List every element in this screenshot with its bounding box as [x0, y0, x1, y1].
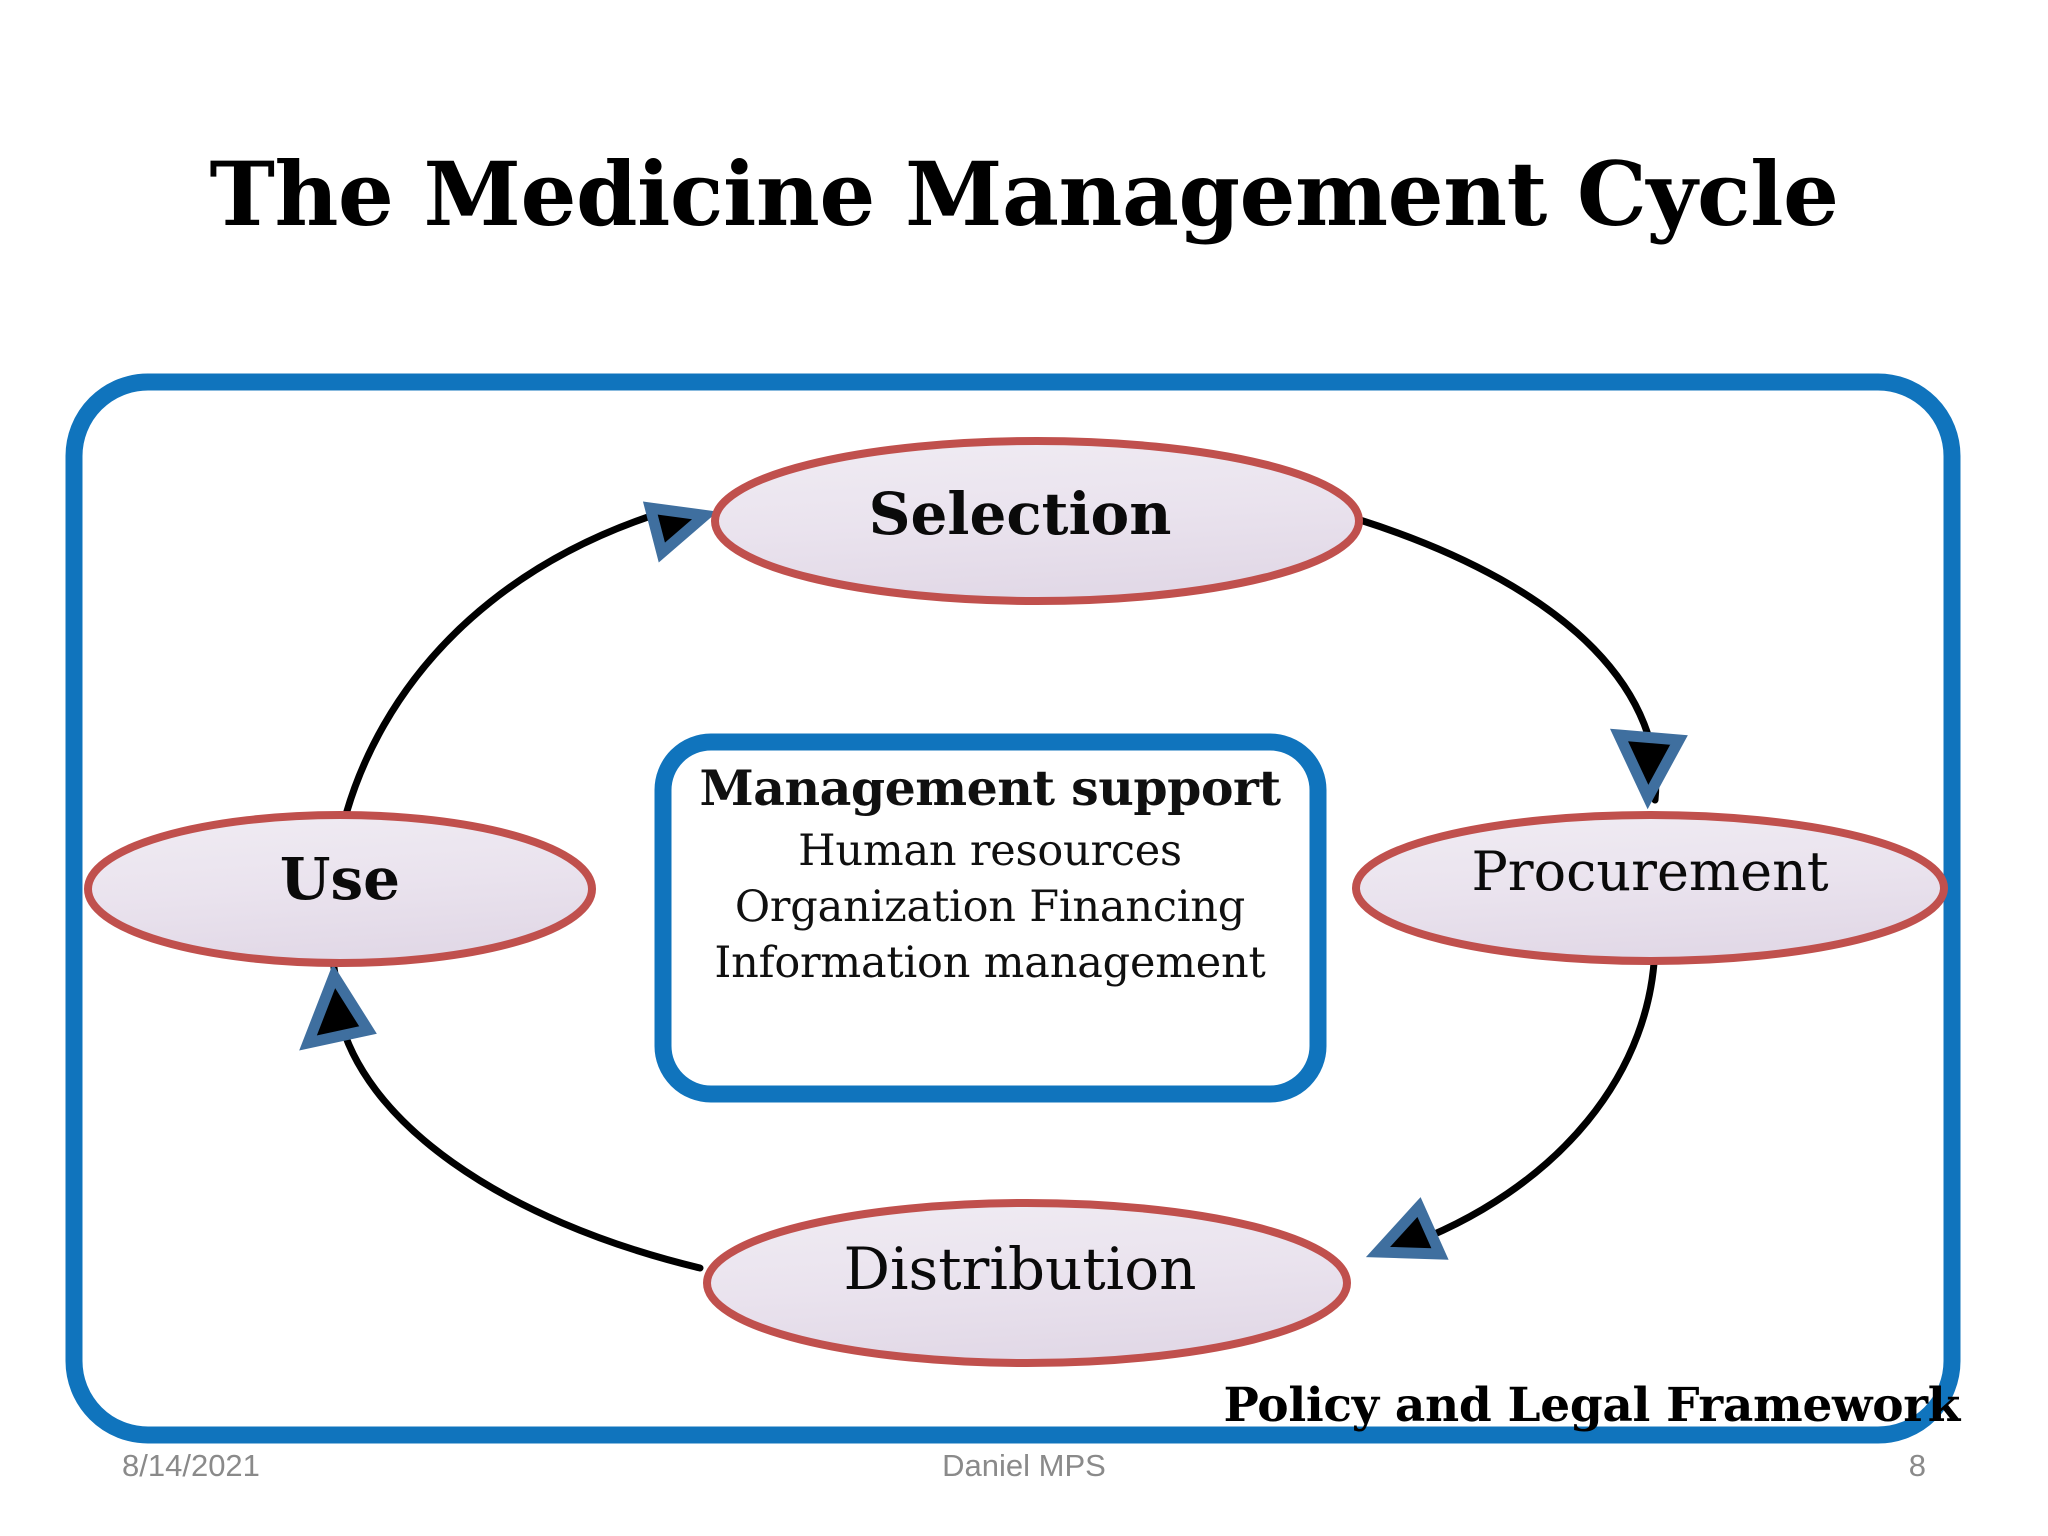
node-use[interactable] — [84, 811, 596, 967]
arrowhead-to-procurement — [1609, 728, 1688, 810]
edge-selection-to-procurement-line — [1356, 516, 1660, 804]
footer-author: Daniel MPS — [942, 1448, 1106, 1483]
arrowhead-to-use — [299, 963, 377, 1051]
management-support-line-human-resources: Human resources — [798, 825, 1182, 876]
node-procurement-label: Procurement — [1471, 840, 1829, 903]
management-support-box[interactable] — [654, 733, 1327, 1103]
node-selection[interactable] — [711, 437, 1363, 605]
edge-selection-to-procurement — [1356, 516, 1688, 810]
page-title: The Medicine Management Cycle — [209, 142, 1839, 246]
management-support-title: Management support — [699, 759, 1281, 817]
footer-date: 8/14/2021 — [122, 1448, 260, 1483]
management-support-content: Management support Human resources Organ… — [660, 759, 1320, 991]
policy-legal-framework-label: Policy and Legal Framework — [1223, 1378, 1961, 1433]
node-distribution-label: Distribution — [843, 1235, 1197, 1303]
arrowhead-to-distribution — [1365, 1197, 1449, 1260]
management-support-line-organization-financing: Organization Financing — [734, 881, 1246, 932]
footer-page-number: 8 — [1908, 1448, 1926, 1483]
policy-legal-framework-frame — [65, 373, 1961, 1444]
node-selection-label: Selection — [868, 480, 1172, 548]
edge-procurement-to-distribution — [1365, 936, 1659, 1260]
edge-procurement-to-distribution-line — [1396, 936, 1659, 1252]
node-procurement[interactable] — [1352, 811, 1948, 965]
node-use-label: Use — [279, 845, 401, 913]
slide-footer: 8/14/2021 Daniel MPS 8 — [0, 1448, 2048, 1508]
node-distribution[interactable] — [703, 1199, 1351, 1367]
edge-distribution-to-use — [299, 963, 704, 1272]
edge-distribution-to-use-line — [334, 1006, 704, 1272]
management-support-line-information-management: Information management — [714, 937, 1266, 988]
